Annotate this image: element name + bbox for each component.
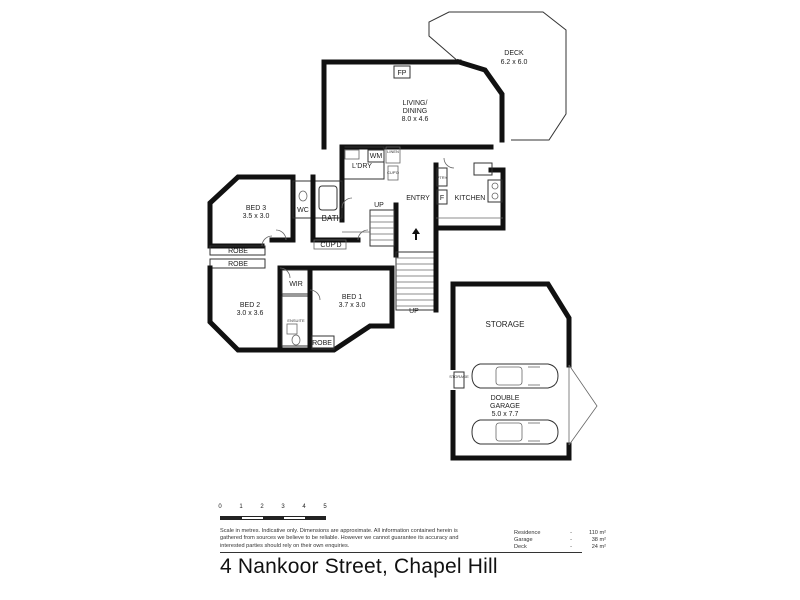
living-name-2: DINING — [403, 108, 428, 115]
kitchen-walls — [433, 162, 506, 231]
fireplace — [393, 65, 411, 79]
cupd-label: CUP'D — [320, 242, 341, 249]
car-upper — [471, 363, 559, 389]
bed1-name: BED 1 — [342, 294, 362, 301]
ensuite-label: ENSUITE — [287, 318, 305, 323]
linen-label: LINEN — [387, 149, 399, 154]
stairs-up-label-upper: UP — [374, 202, 384, 209]
bed1-dims: 3.7 x 3.0 — [339, 302, 366, 309]
area-dash: - — [570, 530, 572, 536]
car-lower — [471, 419, 559, 445]
fridge-label: F — [440, 195, 444, 202]
divider — [220, 552, 582, 553]
area-dash: - — [570, 544, 572, 551]
laundry-label: L'DRY — [352, 163, 372, 170]
area-row: Deck - 24 m² — [514, 544, 606, 551]
scale-tick-2: 2 — [260, 504, 264, 510]
wm-label: WM — [370, 153, 383, 160]
bed1-walls — [277, 265, 395, 353]
robes-strip — [209, 245, 266, 269]
kitchen-label: KITCHEN — [455, 195, 486, 202]
wc-label: WC — [297, 207, 309, 214]
pantry-label: PTRY — [437, 175, 448, 180]
scale-tick-5: 5 — [323, 504, 327, 510]
bed2-dims: 3.0 x 3.6 — [237, 310, 264, 317]
robe-label-3: ROBE — [312, 340, 332, 347]
robe-label-1: ROBE — [228, 248, 248, 255]
garage-name-1: DOUBLE — [491, 395, 520, 402]
bed2-name: BED 2 — [240, 302, 260, 309]
door-swings — [261, 157, 455, 301]
area-value: 110 m² — [589, 530, 606, 536]
living-dims: 8.0 x 4.6 — [402, 116, 429, 123]
entry-stairs — [369, 202, 439, 313]
area-value: 38 m² — [591, 537, 606, 544]
stairs-up-label-lower: UP — [409, 308, 419, 315]
garage-name-2: GARAGE — [490, 403, 520, 410]
scale-bar-graphic — [220, 516, 326, 520]
disclaimer-text: Scale in metres. Indicative only. Dimens… — [220, 528, 459, 549]
area-dash: - — [570, 537, 572, 544]
wir-label: WIR — [289, 281, 303, 288]
deck-dims: 6.2 x 6.0 — [501, 59, 528, 66]
robe-label-2: ROBE — [228, 261, 248, 268]
deck-name: DECK — [504, 50, 524, 57]
cupd-small-label: CUP'D — [387, 170, 399, 175]
fp-label: FP — [398, 70, 407, 77]
scale-tick-4: 4 — [302, 504, 306, 510]
bed3-dims: 3.5 x 3.0 — [243, 213, 270, 220]
area-summary: Residence - 110 m² Garage - 38 m² Deck -… — [514, 530, 606, 552]
storage-label: STORAGE — [486, 320, 525, 329]
area-row: Residence - 110 m² — [514, 530, 606, 537]
bath-label: BATH — [322, 214, 343, 223]
area-row: Garage - 38 m² — [514, 537, 606, 544]
living-name-1: LIVING/ — [403, 100, 428, 107]
bed3-name: BED 3 — [246, 205, 266, 212]
garage-walls — [450, 281, 598, 461]
area-label: Deck — [514, 544, 527, 551]
entry-label: ENTRY — [406, 195, 430, 202]
scale-tick-3: 3 — [281, 504, 285, 510]
scale-tick-1: 1 — [239, 504, 243, 510]
deck-outline — [428, 11, 567, 141]
area-value: 24 m² — [591, 544, 606, 551]
area-label: Garage — [514, 537, 533, 544]
floor-plan: DECK 6.2 x 6.0 FP LIVING/ DINING 8.0 x 4… — [207, 11, 598, 461]
area-label: Residence — [514, 530, 541, 536]
wc-bath — [292, 174, 370, 250]
bed2-walls — [207, 265, 283, 353]
property-address: 4 Nankoor Street, Chapel Hill — [220, 555, 498, 578]
store-small-label: STORAGE — [449, 374, 469, 379]
scale-bar: 0 1 2 3 4 5 — [214, 504, 344, 524]
scale-tick-0: 0 — [218, 504, 222, 510]
garage-dims: 5.0 x 7.7 — [492, 411, 519, 418]
